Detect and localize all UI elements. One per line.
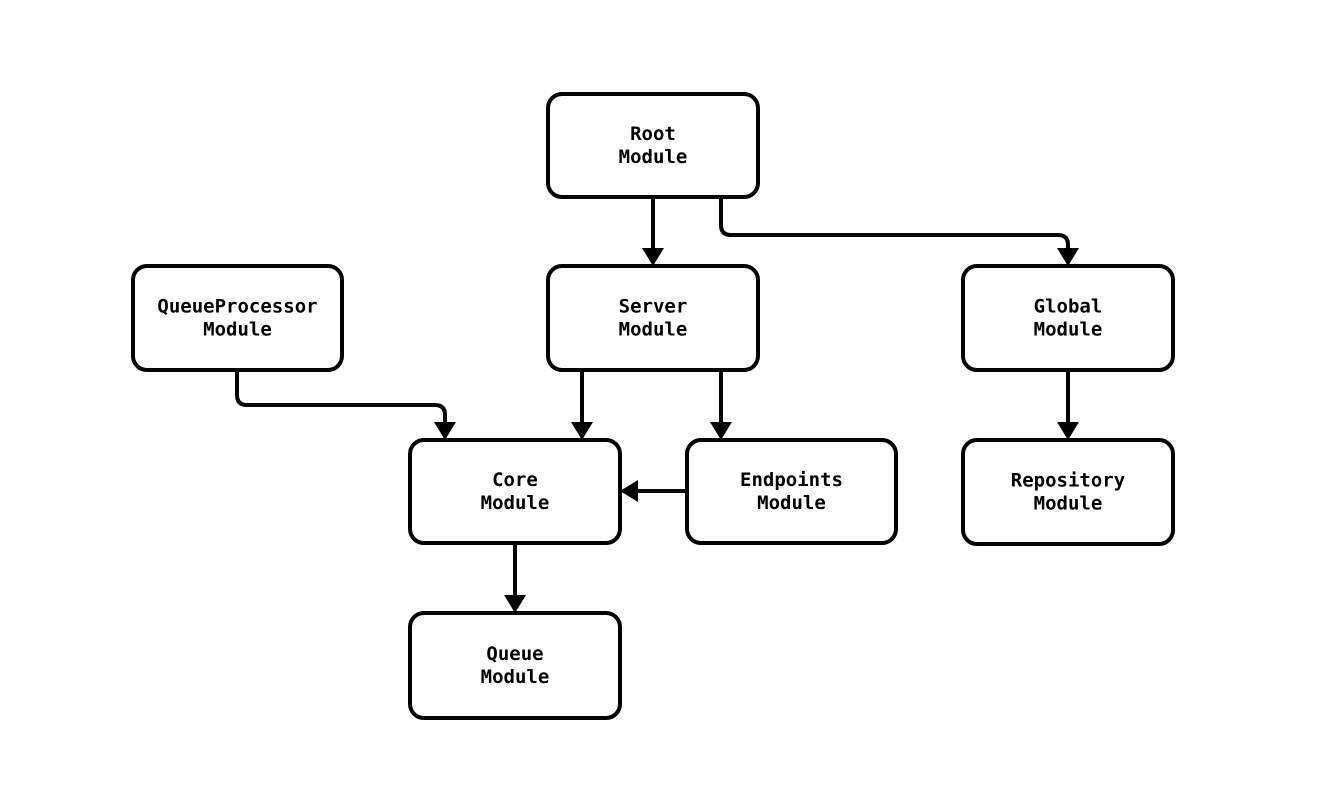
node-box-queueprocessor[interactable]: [131, 264, 344, 372]
edge-root-to-server: [642, 197, 664, 266]
node-box-core[interactable]: [408, 438, 622, 545]
edge-line: [235, 370, 447, 427]
node-sublabel-root: Module: [619, 146, 688, 168]
node-sublabel-server: Module: [619, 319, 688, 341]
arrowhead-icon: [642, 248, 664, 266]
edge-endpoints-to-core: [620, 480, 687, 502]
node-box-server[interactable]: [546, 264, 760, 372]
node-sublabel-endpoints: Module: [757, 492, 826, 514]
arrowhead-icon: [1057, 422, 1079, 440]
node-label-endpoints: Endpoints: [740, 469, 843, 491]
arrowhead-icon: [1057, 248, 1079, 266]
nodes-layer: RootModuleQueueProcessorModuleServerModu…: [131, 92, 1175, 720]
edge-server-to-endpoints: [710, 370, 732, 440]
node-box-global[interactable]: [961, 264, 1175, 372]
node-label-repository: Repository: [1011, 470, 1125, 492]
edge-queueprocessor-to-core: [235, 370, 456, 440]
node-box-queue[interactable]: [408, 611, 622, 720]
node-sublabel-core: Module: [481, 492, 550, 514]
edge-root-to-global: [719, 197, 1079, 266]
node-label-root: Root: [630, 123, 676, 145]
node-sublabel-queueprocessor: Module: [203, 319, 272, 341]
node-label-queue: Queue: [486, 643, 543, 665]
arrowhead-icon: [571, 422, 593, 440]
node-sublabel-repository: Module: [1034, 493, 1103, 515]
node-label-global: Global: [1034, 296, 1103, 318]
node-label-core: Core: [492, 469, 538, 491]
edge-core-to-queue: [504, 543, 526, 613]
node-box-root[interactable]: [546, 92, 760, 199]
node-box-endpoints[interactable]: [685, 438, 898, 545]
node-box-repository[interactable]: [961, 438, 1175, 546]
edge-server-to-core: [571, 370, 593, 440]
node-label-queueprocessor: QueueProcessor: [157, 296, 317, 318]
arrowhead-icon: [504, 595, 526, 613]
arrowhead-icon: [710, 422, 732, 440]
edge-global-to-repository: [1057, 370, 1079, 440]
node-sublabel-queue: Module: [481, 666, 550, 688]
edges-layer: [235, 197, 1079, 613]
arrowhead-icon: [434, 422, 456, 440]
node-sublabel-global: Module: [1034, 319, 1103, 341]
arrowhead-icon: [620, 480, 638, 502]
node-label-server: Server: [619, 296, 688, 318]
edge-line: [719, 197, 1070, 253]
